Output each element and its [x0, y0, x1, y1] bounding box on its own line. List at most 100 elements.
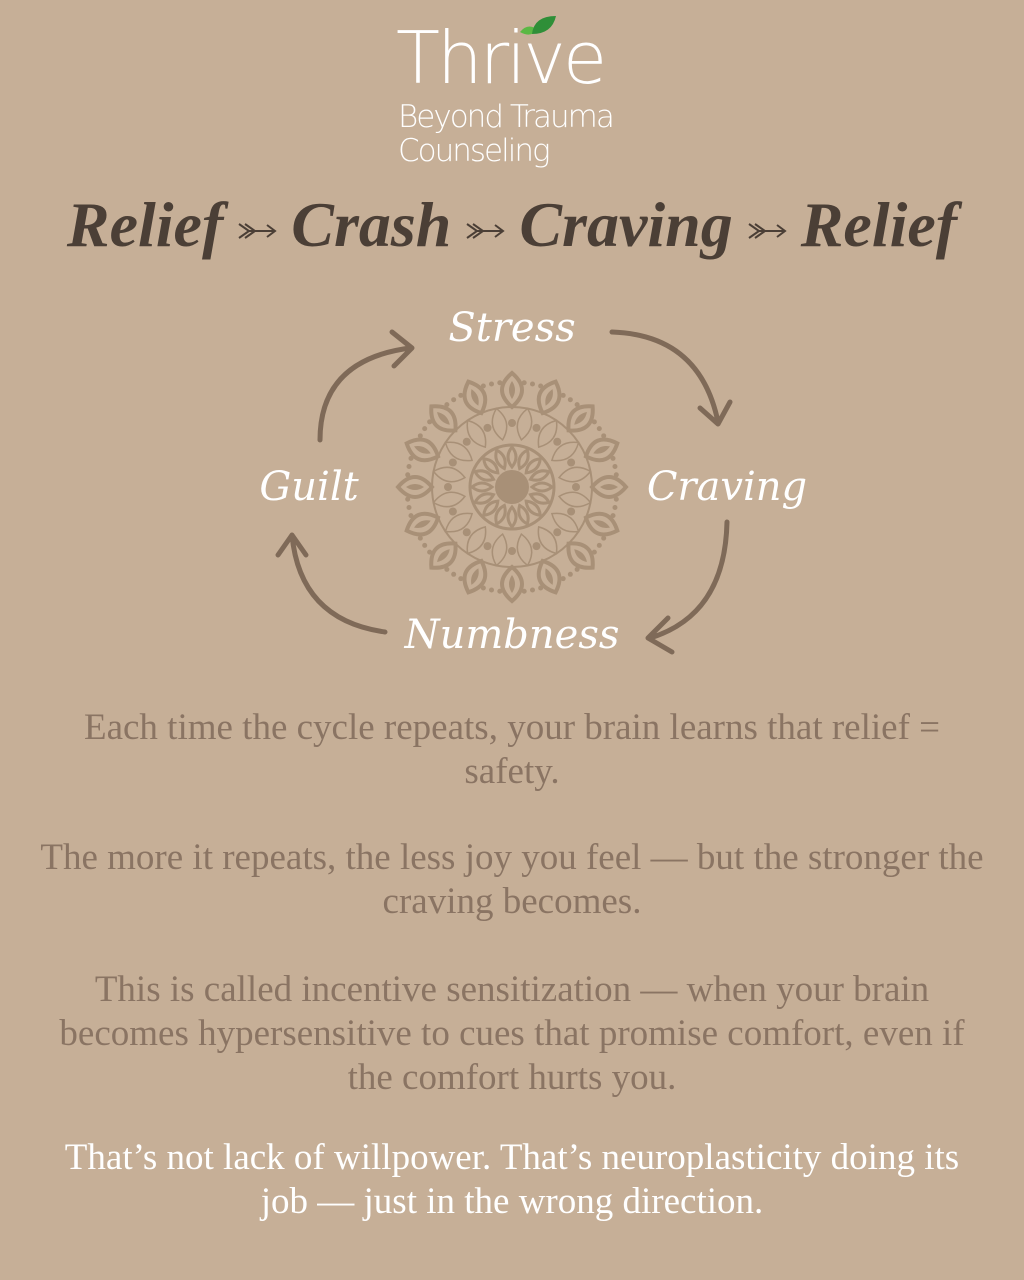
- mandala-part: [458, 392, 464, 398]
- mandala-part: [494, 503, 507, 527]
- mandala-part: [429, 404, 458, 433]
- mandala-part: [462, 437, 471, 446]
- mandala-part: [469, 481, 495, 493]
- mandala-part: [437, 412, 450, 425]
- title-word: Craving: [519, 189, 733, 260]
- mandala-icon: [395, 370, 629, 604]
- mandala-part: [508, 419, 516, 427]
- cycle-arrow: [317, 329, 415, 443]
- title-word: Crash: [291, 189, 452, 260]
- mandala-part: [517, 503, 530, 527]
- mandala-part: [532, 542, 541, 551]
- mandala-part: [574, 402, 580, 408]
- mandala-part: [472, 492, 496, 505]
- title-word: Relief: [66, 189, 224, 260]
- mandala-part: [451, 397, 457, 403]
- stage-craving: Craving: [646, 464, 808, 510]
- mandala-part: [404, 437, 441, 463]
- mandala-part: [395, 475, 435, 499]
- mandala-part: [448, 507, 457, 516]
- stage-stress: Stress: [448, 305, 576, 351]
- mandala-part: [567, 571, 573, 577]
- mandala-part: [462, 379, 488, 416]
- mandala-part: [610, 455, 616, 461]
- mandala-part: [508, 547, 516, 555]
- mandala-part: [574, 549, 587, 562]
- cycle-graphics: [275, 329, 733, 655]
- mandala-part: [471, 568, 479, 585]
- mandala-part: [506, 504, 518, 530]
- mandala-part: [583, 437, 620, 463]
- mandala-part: [524, 457, 542, 475]
- mandala-part: [600, 484, 618, 490]
- mandala-part: [497, 380, 503, 386]
- mandala-part: [417, 433, 423, 439]
- mandala-part: [521, 588, 527, 594]
- mandala-part: [524, 499, 542, 517]
- stage-guilt: Guilt: [259, 464, 359, 510]
- mandala-part: [528, 469, 552, 482]
- mandala-part: [458, 576, 464, 582]
- mandala-part: [567, 458, 576, 467]
- logo: Thrive Beyond Trauma Counseling: [396, 16, 636, 172]
- mandala-part: [408, 513, 414, 519]
- mandala-part: [529, 381, 535, 387]
- arrow-separator-icon: [466, 223, 506, 240]
- cycle-arrow: [645, 519, 730, 655]
- paragraph-3: This is called incentive sensitization —…: [59, 969, 965, 1098]
- mandala-part: [483, 542, 492, 551]
- mandala-part: [406, 484, 424, 490]
- mandala-part: [489, 381, 495, 387]
- mandala-part: [482, 457, 500, 475]
- mandala-part: [429, 541, 458, 570]
- mandala-part: [532, 423, 541, 432]
- mandala-part: [489, 587, 495, 593]
- mandala-part: [483, 423, 492, 432]
- closing-statement: That’s not lack of willpower. That’s neu…: [64, 1137, 960, 1222]
- mandala-part: [601, 433, 607, 439]
- cycle-arrow: [609, 329, 733, 427]
- mandala-part: [417, 535, 423, 541]
- mandala-part: [422, 542, 428, 548]
- mandala-part: [444, 483, 452, 491]
- mandala-part: [427, 549, 433, 555]
- mandala-part: [516, 407, 533, 442]
- mandala-part: [567, 507, 576, 516]
- mandala-part: [529, 587, 535, 593]
- mandala-part: [591, 549, 597, 555]
- mandala-part: [509, 381, 515, 399]
- mandala-part: [462, 558, 488, 595]
- mandala-part: [432, 466, 467, 483]
- mandala-part: [613, 472, 619, 478]
- mandala-part: [432, 491, 467, 508]
- mandala-part: [553, 437, 562, 446]
- mandala-part: [574, 412, 587, 425]
- mandala-part: [545, 568, 553, 585]
- mandala-part: [462, 528, 471, 537]
- mandala-part: [509, 575, 515, 593]
- mandala-part: [529, 481, 555, 493]
- mandala-part: [406, 504, 412, 510]
- mandala-part: [472, 469, 496, 482]
- mandala-part: [557, 491, 592, 508]
- paragraph-1: Each time the cycle repeats, your brain …: [83, 707, 941, 792]
- mandala-part: [612, 464, 618, 470]
- mandala-part: [495, 470, 529, 504]
- mandala-part: [566, 541, 595, 570]
- mandala-part: [414, 520, 431, 528]
- mandala-part: [613, 496, 619, 502]
- stage-numbness: Numbness: [404, 612, 620, 658]
- mandala-part: [538, 585, 544, 591]
- mandala-part: [593, 520, 610, 528]
- mandala-part: [444, 566, 450, 572]
- mandala-part: [601, 535, 607, 541]
- arrow-separator-icon: [238, 223, 277, 240]
- cycle-diagram: Stress Craving Numbness Guilt: [0, 290, 1024, 680]
- mandala-part: [536, 379, 562, 416]
- mandala-part: [491, 407, 508, 442]
- logo-subtitle-2: Counseling: [398, 133, 551, 169]
- arrow-separator-icon: [748, 223, 787, 240]
- mandala-part: [516, 532, 533, 567]
- mandala-part: [506, 444, 518, 470]
- mandala-part: [583, 511, 620, 537]
